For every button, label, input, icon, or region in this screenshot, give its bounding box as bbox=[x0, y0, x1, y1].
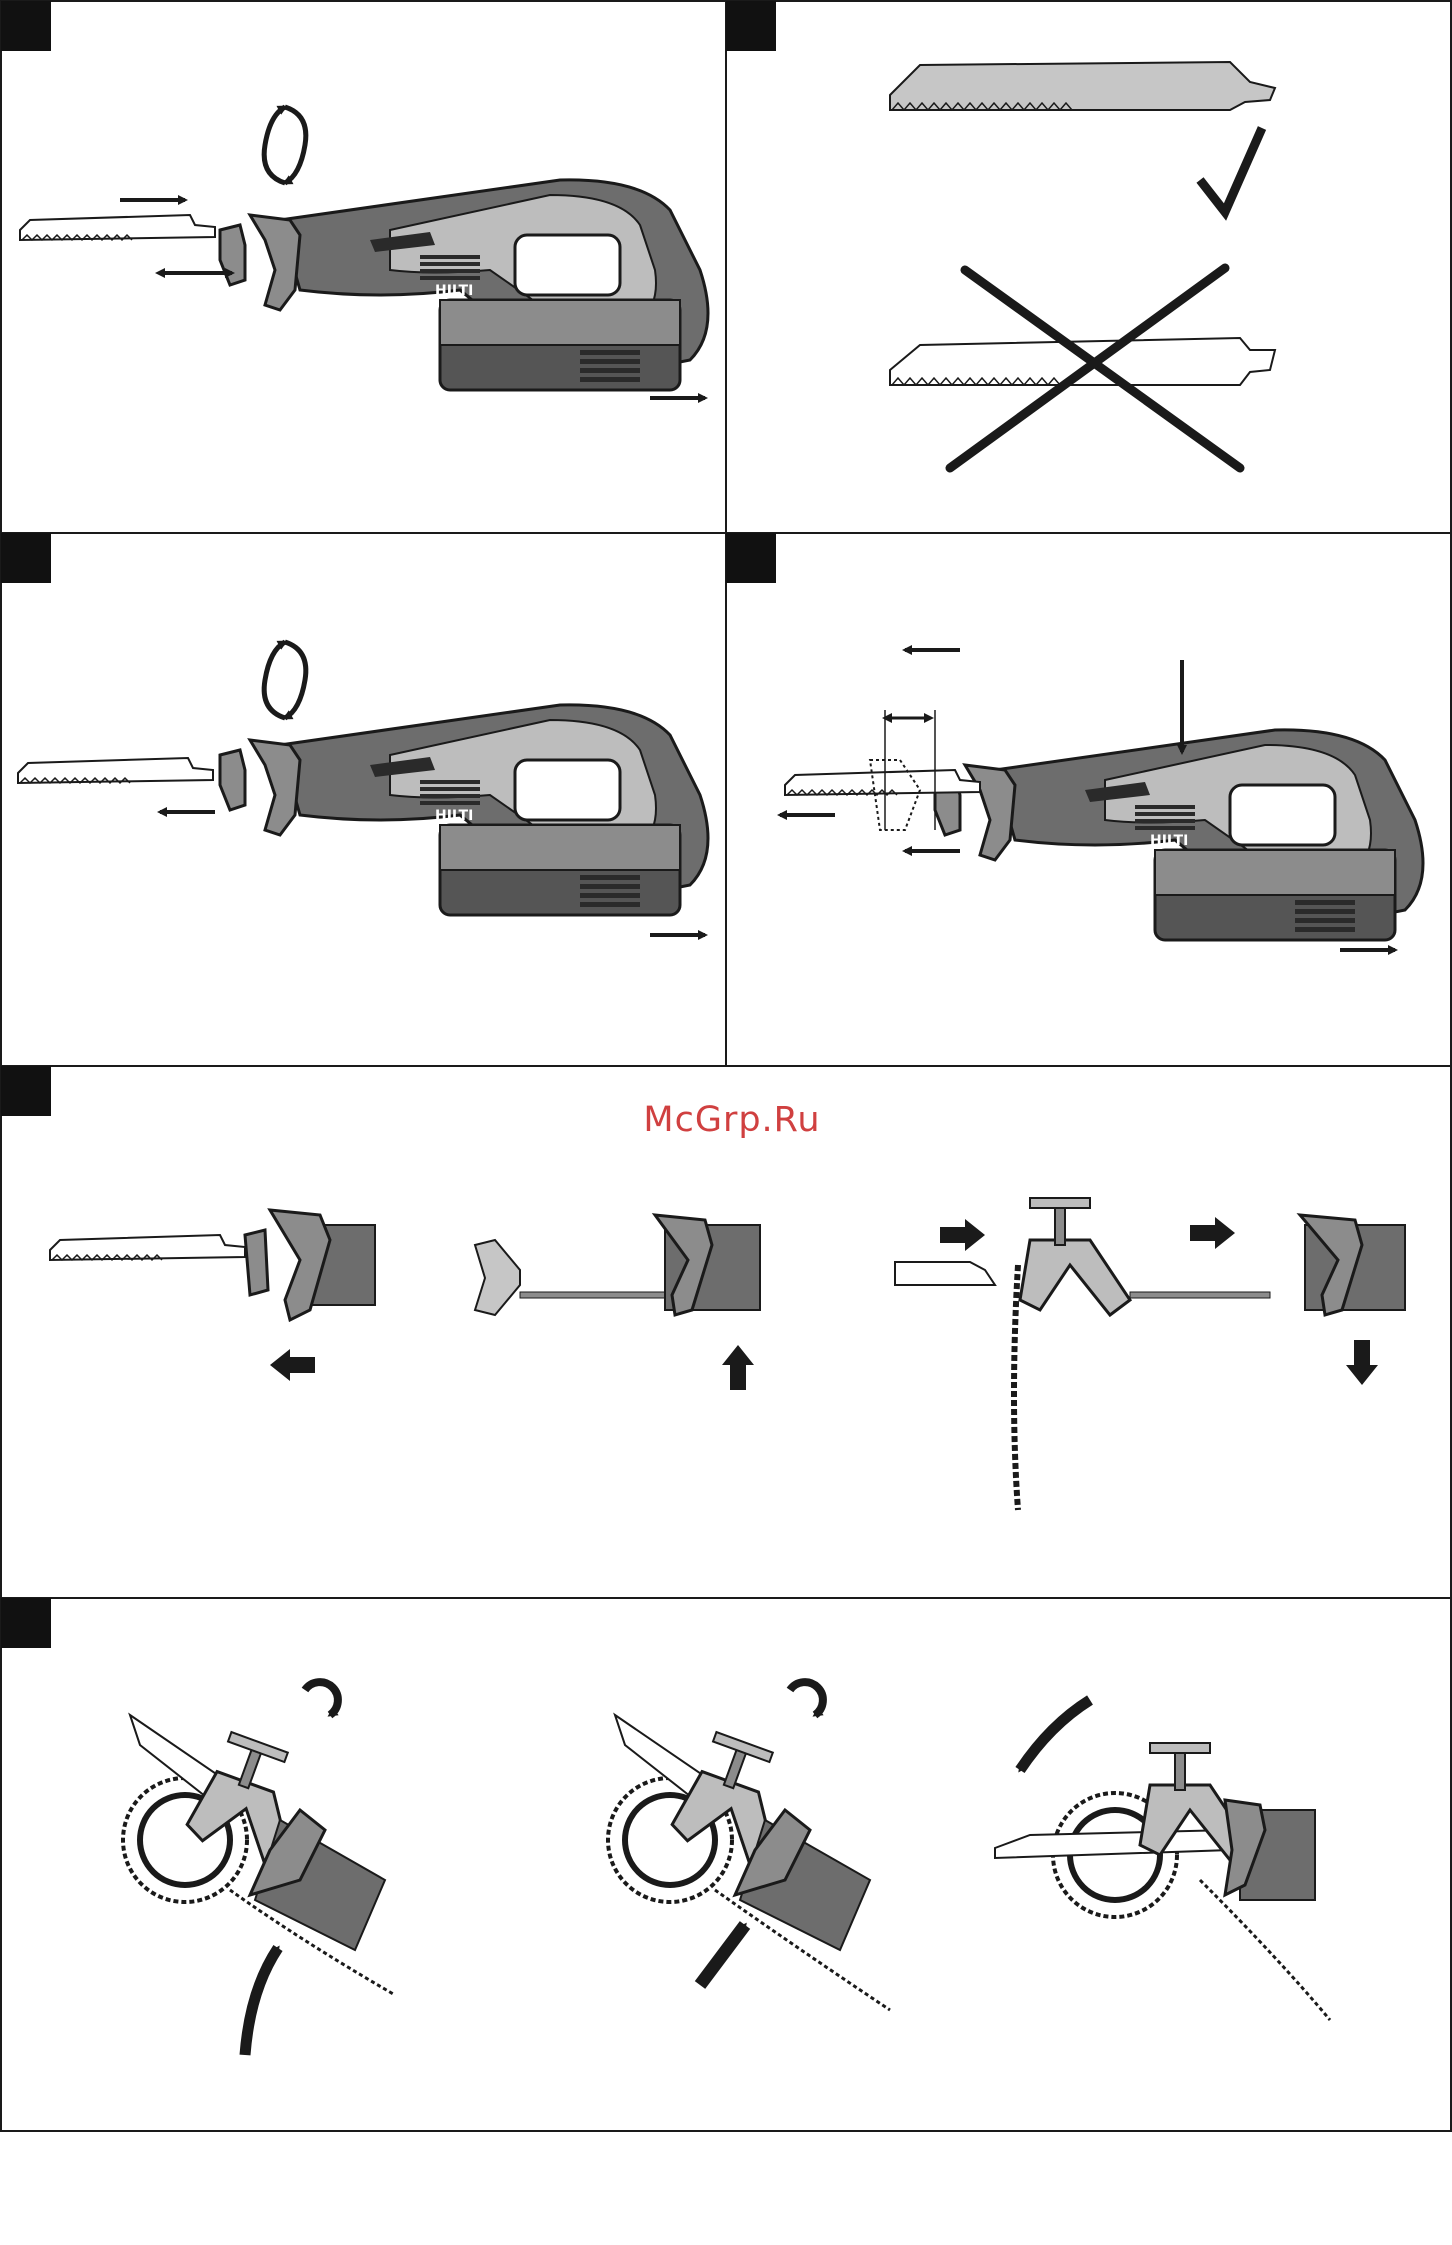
saw-illustration bbox=[220, 705, 708, 915]
panel-badge-3 bbox=[1, 533, 51, 583]
step-a bbox=[123, 1682, 395, 2055]
arrow-down-icon bbox=[1346, 1340, 1378, 1385]
rotate-icon bbox=[264, 107, 306, 183]
check-icon bbox=[1200, 128, 1262, 212]
saw-illustration bbox=[935, 730, 1423, 940]
arrow-right-icon bbox=[1190, 1217, 1235, 1249]
curved-arrow-icon bbox=[245, 1948, 278, 2055]
arrow-up-icon bbox=[722, 1345, 754, 1390]
panel-6-pipe-cutting bbox=[123, 1682, 1330, 2055]
panel-5-pipe-clamp bbox=[50, 1198, 1452, 1510]
step-c bbox=[995, 1700, 1330, 2020]
saw-illustration bbox=[220, 180, 708, 390]
saw-blade bbox=[20, 215, 215, 240]
saw-blade bbox=[18, 758, 213, 783]
correct-blade bbox=[890, 62, 1275, 110]
wrong-blade bbox=[890, 338, 1275, 385]
panel-4-adjust-shoe bbox=[780, 650, 1423, 950]
saw-blade bbox=[785, 770, 980, 795]
arrow-left-icon bbox=[270, 1349, 315, 1381]
curved-arrow-icon bbox=[700, 1925, 745, 1985]
panel-badge-5 bbox=[1, 1066, 51, 1116]
saw-blade bbox=[50, 1235, 245, 1260]
panel-badge-4 bbox=[726, 533, 776, 583]
step-b bbox=[608, 1682, 890, 2010]
curved-arrow-icon bbox=[1020, 1700, 1090, 1770]
panel-badge-6 bbox=[1, 1598, 51, 1648]
rotate-icon bbox=[305, 1682, 338, 1715]
panel-badge-1 bbox=[1, 1, 51, 51]
panel-3-remove-blade bbox=[18, 642, 708, 935]
panel-badge-2 bbox=[726, 1, 776, 51]
rotate-icon bbox=[264, 642, 306, 718]
arrow-right-icon bbox=[940, 1219, 985, 1251]
panel-2-blade-orientation bbox=[890, 62, 1275, 468]
rotate-icon bbox=[790, 1682, 823, 1715]
watermark: McGrp.Ru bbox=[632, 1100, 832, 1140]
saw-head bbox=[245, 1210, 375, 1320]
panel-1-insert-blade bbox=[20, 107, 708, 398]
adapter-tool bbox=[475, 1215, 760, 1315]
